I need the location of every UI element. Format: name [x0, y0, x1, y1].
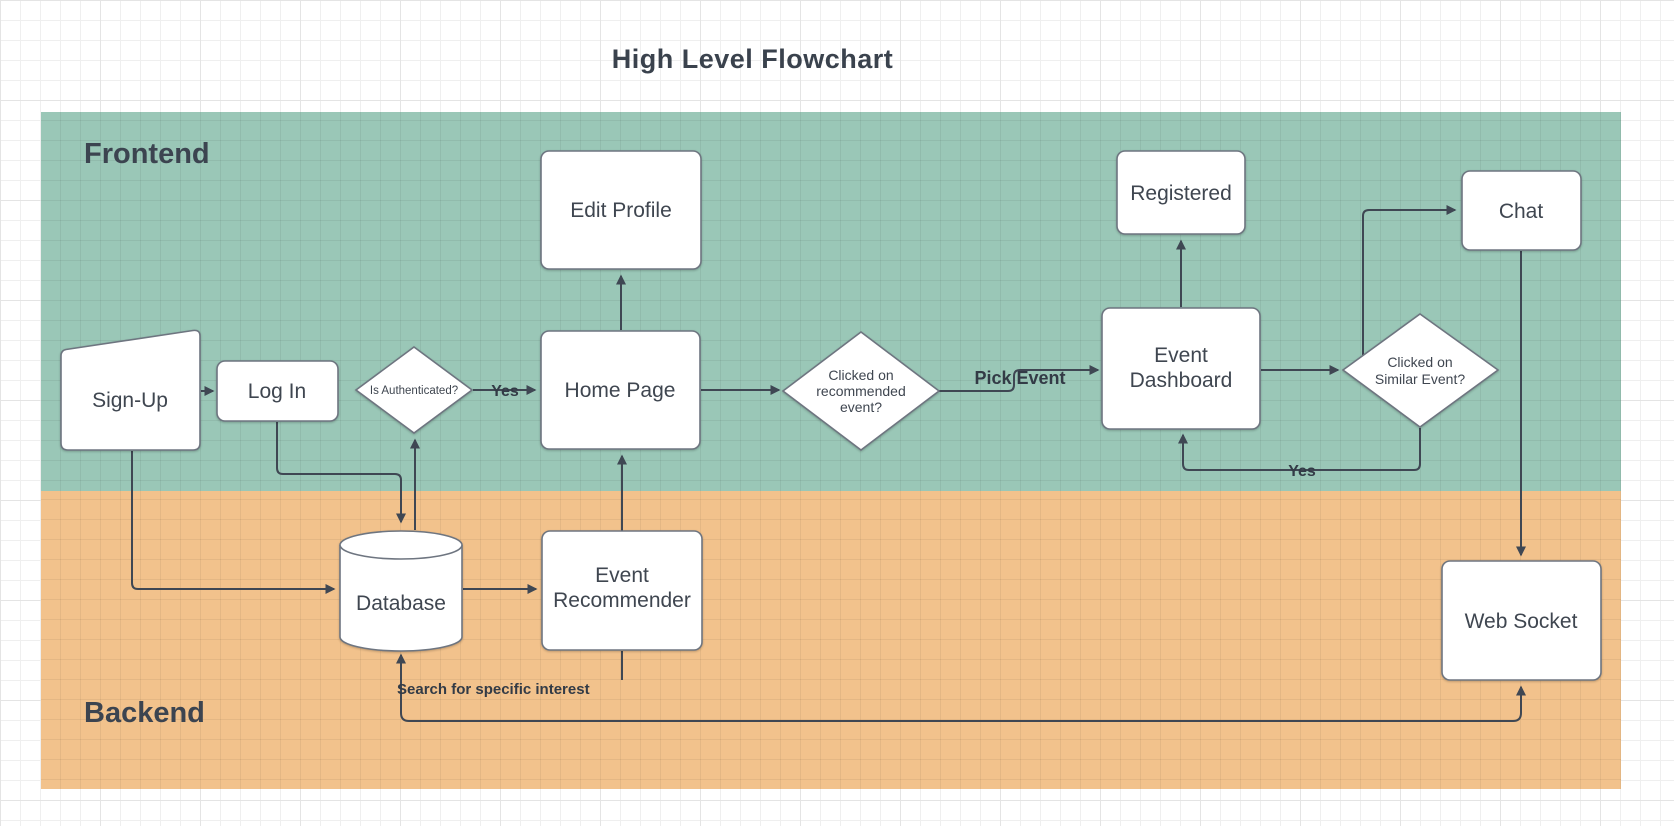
event-recommender-line1: Event [595, 564, 649, 587]
backend-band-label: Backend [84, 697, 205, 729]
home-page-label: Home Page [565, 379, 676, 402]
backend-band[interactable]: Backend [41, 491, 1621, 789]
chat-label: Chat [1499, 200, 1544, 223]
node-edit-profile[interactable]: Edit Profile [540, 150, 702, 270]
frontend-band[interactable]: Frontend [41, 112, 1621, 491]
web-socket-label: Web Socket [1465, 610, 1578, 633]
edge-label-yes-similar: Yes [1288, 463, 1316, 480]
node-event-dashboard[interactable]: Event Dashboard [1101, 307, 1261, 430]
event-dashboard-line2: Dashboard [1130, 369, 1233, 392]
sign-up-label: Sign-Up [92, 389, 168, 412]
edge-label-search-interest: Search for specific interest [397, 681, 590, 698]
event-recommender-line2: Recommender [553, 589, 691, 612]
node-sign-up[interactable]: Sign-Up [60, 329, 201, 451]
node-log-in[interactable]: Log In [216, 360, 339, 422]
node-clicked-similar-diamond[interactable]: Clicked on Similar Event? [1341, 313, 1500, 428]
node-is-authenticated-diamond[interactable]: Is Authenticated? [354, 346, 474, 434]
clicked-recommended-line1: Clicked on [828, 367, 893, 383]
edge-login-to-database[interactable] [276, 422, 406, 524]
node-chat[interactable]: Chat [1461, 170, 1582, 251]
nodes-layer: Sign-Up Log In Is Authenticated? Home Pa… [60, 150, 1602, 681]
edge-label-yes-authenticated: Yes [491, 383, 519, 400]
edge-recommended-to-dashboard[interactable] [939, 365, 1100, 392]
is-authenticated-label: Is Authenticated? [370, 385, 458, 397]
clicked-similar-line1: Clicked on [1387, 354, 1452, 370]
frontend-band-label: Frontend [84, 138, 210, 170]
edge-label-pick-event: Pick Event [974, 368, 1065, 388]
edge-signup-to-database[interactable] [131, 451, 336, 594]
node-home-page[interactable]: Home Page [540, 330, 701, 450]
clicked-recommended-line2: recommended [816, 383, 906, 399]
log-in-label: Log In [248, 380, 306, 403]
node-clicked-recommended-diamond[interactable]: Clicked on recommended event? [781, 330, 941, 452]
diagram-title: High Level Flowchart [611, 44, 894, 74]
edges-layer [131, 205, 1526, 722]
edge-labels-layer: Yes Pick Event Yes Search for specific i… [397, 368, 1316, 698]
node-web-socket[interactable]: Web Socket [1441, 560, 1602, 681]
database-label: Database [356, 592, 446, 615]
registered-label: Registered [1130, 182, 1232, 205]
edge-similar-yes-to-dashboard[interactable] [1178, 428, 1421, 471]
edge-database-websocket[interactable] [396, 653, 1526, 722]
event-dashboard-line1: Event [1154, 344, 1208, 367]
clicked-recommended-line3: event? [840, 399, 882, 415]
clicked-similar-line2: Similar Event? [1375, 371, 1465, 387]
node-event-recommender[interactable]: Event Recommender [541, 530, 703, 651]
node-database-cylinder[interactable]: Database [339, 530, 463, 652]
edit-profile-label: Edit Profile [570, 199, 672, 222]
edge-similar-diamond-to-chat[interactable] [1362, 205, 1457, 355]
node-registered[interactable]: Registered [1116, 150, 1246, 235]
